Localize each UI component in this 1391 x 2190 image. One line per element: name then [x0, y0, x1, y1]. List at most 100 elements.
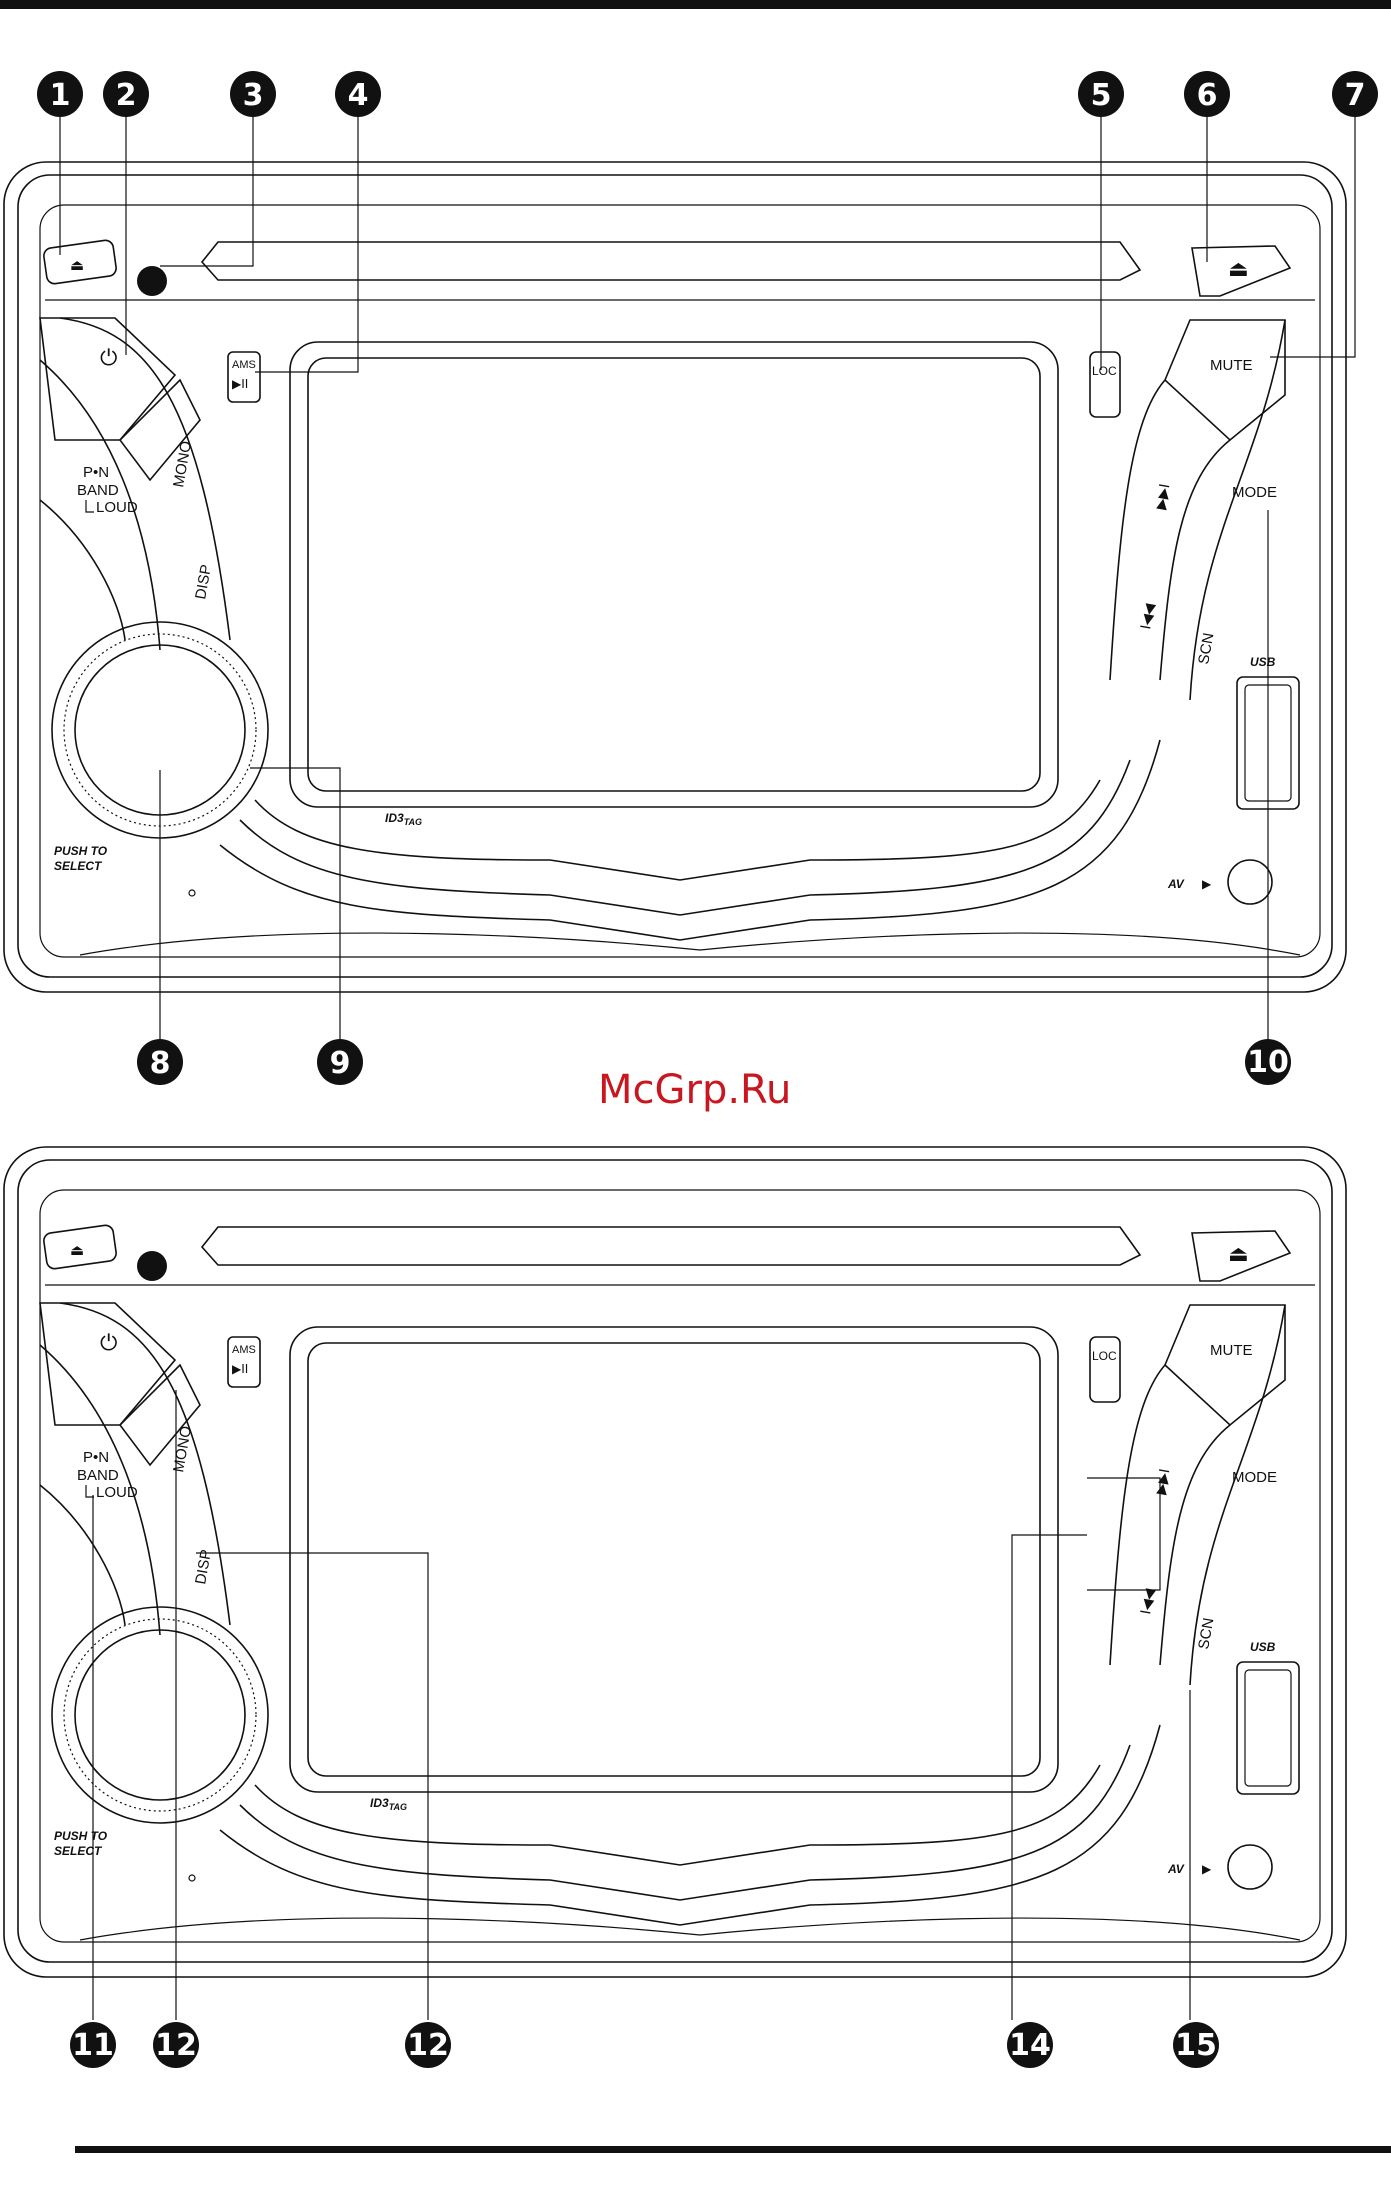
- mono-label[interactable]: MONO: [170, 440, 195, 489]
- ams-label: AMS: [232, 359, 256, 371]
- svg-text:5: 5: [1091, 78, 1112, 113]
- loc-label-2: LOC: [1092, 1349, 1117, 1363]
- av-label-2: AV: [1167, 1862, 1185, 1876]
- volume-knob-2[interactable]: [75, 1630, 245, 1800]
- loud-label: LOUD: [96, 499, 138, 516]
- ir-sensor: [137, 266, 167, 296]
- svg-text:12: 12: [155, 2028, 197, 2063]
- band-label[interactable]: BAND: [77, 482, 119, 499]
- disp-label-2[interactable]: DISP: [192, 1548, 215, 1585]
- select-label: SELECT: [54, 859, 103, 873]
- band-label-2[interactable]: BAND: [77, 1467, 119, 1484]
- push-to-label: PUSH TO: [54, 844, 108, 858]
- callout-11: 11: [70, 2022, 116, 2068]
- front-panel-top: ⏏ ⏏ ⏻ MONO DISP P•N BAND LOUD AMS ▶II PU…: [4, 162, 1346, 992]
- svg-text:1: 1: [50, 78, 71, 113]
- callout-10: 10: [1245, 1039, 1291, 1085]
- power-icon[interactable]: ⏻: [100, 346, 117, 371]
- callout-12a: 12: [153, 2022, 199, 2068]
- prev-icon[interactable]: I◀◀: [1138, 602, 1158, 630]
- bottom-rule: [75, 2146, 1391, 2153]
- mode-label[interactable]: MODE: [1232, 484, 1277, 501]
- callout-3: 3: [230, 71, 276, 117]
- svg-text:6: 6: [1197, 78, 1218, 113]
- svg-text:8: 8: [150, 1046, 171, 1081]
- scn-label[interactable]: SCN: [1195, 632, 1217, 666]
- next-icon-2[interactable]: ▶▶I: [1153, 1468, 1173, 1496]
- svg-text:▶: ▶: [1202, 1862, 1212, 1876]
- svg-text:9: 9: [330, 1046, 351, 1081]
- svg-text:4: 4: [348, 78, 369, 113]
- callouts-bottom: 11 12 12 14 15: [70, 2022, 1219, 2068]
- usb-port-2[interactable]: [1237, 1662, 1299, 1794]
- leader-lines-top: [60, 115, 1355, 1040]
- callout-6: 6: [1184, 71, 1230, 117]
- prev-icon-2[interactable]: I◀◀: [1138, 1587, 1158, 1615]
- callout-4: 4: [335, 71, 381, 117]
- screen: [308, 358, 1040, 791]
- callout-2: 2: [103, 71, 149, 117]
- mute-label: MUTE: [1210, 357, 1253, 374]
- svg-text:11: 11: [72, 2028, 114, 2063]
- select-label-2: SELECT: [54, 1844, 103, 1858]
- svg-text:14: 14: [1009, 2028, 1051, 2063]
- bezel-inner2: [40, 205, 1320, 957]
- pn-label: P•N: [83, 464, 109, 481]
- power-icon-2[interactable]: ⏻: [100, 1331, 117, 1356]
- front-panel-bottom: ⏏ ⏏ ⏻ MONO DISP P•N BAND LOUD AMS ▶II PU…: [4, 1147, 1346, 1977]
- av-input-jack[interactable]: [1228, 860, 1272, 904]
- svg-text:3: 3: [243, 78, 264, 113]
- watermark: McGrp.Ru: [598, 1067, 791, 1113]
- pn-label-2: P•N: [83, 1449, 109, 1466]
- svg-text:15: 15: [1175, 2028, 1217, 2063]
- mute-label-2: MUTE: [1210, 1342, 1253, 1359]
- svg-text:⏏: ⏏: [70, 1242, 84, 1259]
- callout-12b: 12: [405, 2022, 451, 2068]
- scn-label-2[interactable]: SCN: [1195, 1617, 1217, 1651]
- leader-lines-bottom: [93, 1390, 1190, 2020]
- svg-text:⏏: ⏏: [1228, 1242, 1249, 1267]
- svg-text:10: 10: [1247, 1045, 1289, 1080]
- next-icon[interactable]: ▶▶I: [1153, 483, 1173, 511]
- loud-label-2: LOUD: [96, 1484, 138, 1501]
- mono-label-2[interactable]: MONO: [170, 1425, 195, 1474]
- release-icon: ⏏: [70, 257, 84, 274]
- play-pause-icon: ▶II: [232, 377, 248, 391]
- callout-15: 15: [1173, 2022, 1219, 2068]
- ams-label-2: AMS: [232, 1344, 256, 1356]
- callout-9: 9: [317, 1039, 363, 1085]
- callouts-top: 1 2 3 4 5 6 7 8 9 10: [37, 71, 1378, 1085]
- id3-label: ID3TAG: [385, 811, 422, 827]
- svg-text:7: 7: [1345, 78, 1366, 113]
- usb-label: USB: [1250, 655, 1276, 669]
- loc-label: LOC: [1092, 364, 1117, 378]
- usb-label-2: USB: [1250, 1640, 1276, 1654]
- disp-label[interactable]: DISP: [192, 563, 215, 600]
- push-to-label-2: PUSH TO: [54, 1829, 108, 1843]
- callout-8: 8: [137, 1039, 183, 1085]
- svg-text:12: 12: [407, 2028, 449, 2063]
- av-input-jack-2[interactable]: [1228, 1845, 1272, 1889]
- svg-text:2: 2: [116, 78, 137, 113]
- av-label: AV: [1167, 877, 1185, 891]
- av-arrow-icon: ▶: [1202, 877, 1212, 891]
- volume-knob-outer-2[interactable]: [52, 1607, 268, 1823]
- mode-label-2[interactable]: MODE: [1232, 1469, 1277, 1486]
- callout-5: 5: [1078, 71, 1124, 117]
- screen-frame: [290, 342, 1058, 807]
- screen-2: [308, 1343, 1040, 1776]
- top-rule: [0, 0, 1391, 9]
- loc-button[interactable]: [1090, 352, 1120, 417]
- mute-button[interactable]: [1165, 320, 1285, 440]
- callout-1: 1: [37, 71, 83, 117]
- play-pause-icon-2: ▶II: [232, 1362, 248, 1376]
- callout-7: 7: [1332, 71, 1378, 117]
- loc-button-2[interactable]: [1090, 1337, 1120, 1402]
- callout-14: 14: [1007, 2022, 1053, 2068]
- bezel-inner: [18, 175, 1332, 977]
- disc-slot: [202, 242, 1140, 280]
- svg-text:ID3TAG: ID3TAG: [370, 1796, 407, 1812]
- eject-icon: ⏏: [1228, 257, 1249, 282]
- mute-button-2[interactable]: [1165, 1305, 1285, 1425]
